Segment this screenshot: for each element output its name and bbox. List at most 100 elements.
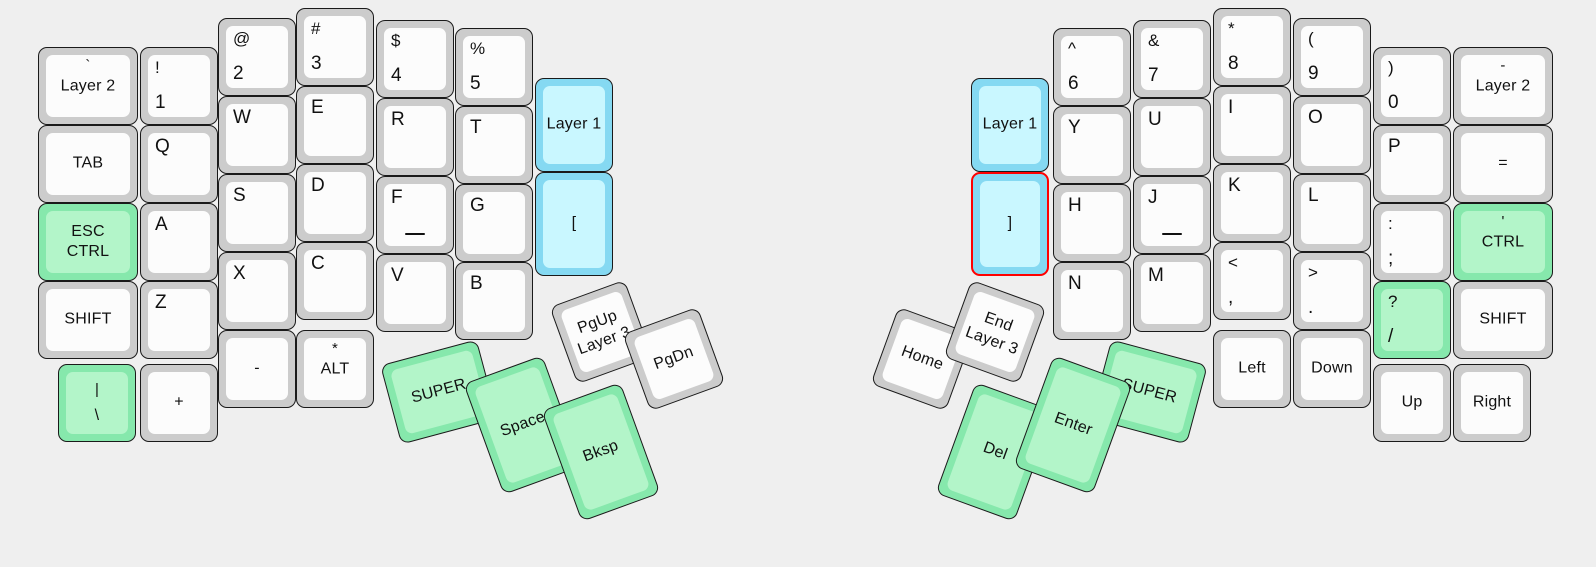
key-r-c1-r4[interactable]: Up bbox=[1373, 364, 1451, 442]
key-legend-base: Y bbox=[1068, 117, 1081, 138]
key-l-c3-r2[interactable]: D bbox=[296, 164, 374, 242]
key-r-c3-r0[interactable]: *8 bbox=[1213, 8, 1291, 86]
key-legend-base: P bbox=[1388, 136, 1401, 157]
key-l-c5-r1[interactable]: T bbox=[455, 106, 533, 184]
keycap-surface: X bbox=[226, 260, 288, 322]
key-l-c3-r0[interactable]: #3 bbox=[296, 8, 374, 86]
key-l-c6-r0[interactable]: Layer 1 bbox=[535, 78, 613, 172]
keycap-surface: = bbox=[1461, 133, 1545, 195]
key-l-c0-r0[interactable]: `Layer 2 bbox=[38, 47, 138, 125]
key-legend-base: 5 bbox=[470, 73, 481, 95]
keycap-surface: M bbox=[1141, 262, 1203, 324]
keycap-surface: B bbox=[463, 270, 525, 332]
key-r-c3-r3[interactable]: <, bbox=[1213, 242, 1291, 320]
key-l-c3-r1[interactable]: E bbox=[296, 86, 374, 164]
key-legend-base: Down bbox=[1311, 359, 1353, 377]
key-r-c0-r1[interactable]: = bbox=[1453, 125, 1553, 203]
key-r-c1-r2[interactable]: :; bbox=[1373, 203, 1451, 281]
key-l-t-bksp[interactable]: Bksp bbox=[541, 382, 661, 522]
key-r-c2-r1[interactable]: O bbox=[1293, 96, 1371, 174]
key-r-c2-r0[interactable]: (9 bbox=[1293, 18, 1371, 96]
key-r-c0-r0[interactable]: -Layer 2 bbox=[1453, 47, 1553, 125]
key-legend-base: A bbox=[155, 214, 168, 235]
key-legend-base: [ bbox=[571, 214, 577, 232]
key-l-c1-r4[interactable]: + bbox=[140, 364, 218, 442]
key-l-c4-r1[interactable]: R bbox=[376, 98, 454, 176]
keycap-surface: Down bbox=[1301, 338, 1363, 400]
key-r-c1-r0[interactable]: )0 bbox=[1373, 47, 1451, 125]
key-l-c2-r1[interactable]: W bbox=[218, 96, 296, 174]
key-legend-shifted: : bbox=[1388, 214, 1393, 233]
keycap-surface: J bbox=[1141, 184, 1203, 246]
keycap-surface: %5 bbox=[463, 36, 525, 98]
key-r-c2-r2[interactable]: L bbox=[1293, 174, 1371, 252]
key-l-c6-r1[interactable]: [ bbox=[535, 172, 613, 276]
key-r-c4-r1[interactable]: U bbox=[1133, 98, 1211, 176]
key-legend-base: Bksp bbox=[580, 436, 621, 466]
key-l-c5-r2[interactable]: G bbox=[455, 184, 533, 262]
keycap-surface: V bbox=[384, 262, 446, 324]
key-r-c6-r0[interactable]: Layer 1 bbox=[971, 78, 1049, 172]
key-legend-base: PgDn bbox=[651, 343, 696, 374]
key-r-c5-r0[interactable]: ^6 bbox=[1053, 28, 1131, 106]
key-legend-base: ] bbox=[1007, 214, 1013, 232]
keycap-surface: Right bbox=[1461, 372, 1523, 434]
keycap-surface: Layer 1 bbox=[543, 86, 605, 164]
key-legend-shifted: ` bbox=[85, 57, 91, 74]
key-r-c4-r2[interactable]: J bbox=[1133, 176, 1211, 254]
key-r-c5-r3[interactable]: N bbox=[1053, 262, 1131, 340]
key-l-c1-r0[interactable]: !1 bbox=[140, 47, 218, 125]
keycap-surface: Layer 1 bbox=[979, 86, 1041, 164]
key-legend-base: 7 bbox=[1148, 65, 1159, 87]
key-r-c3-r2[interactable]: K bbox=[1213, 164, 1291, 242]
key-r-c1-r3[interactable]: ?/ bbox=[1373, 281, 1451, 359]
key-l-c4-r2[interactable]: F bbox=[376, 176, 454, 254]
key-l-c0-r1[interactable]: TAB bbox=[38, 125, 138, 203]
key-l-c0-r3[interactable]: SHIFT bbox=[38, 281, 138, 359]
key-l-c5-r0[interactable]: %5 bbox=[455, 28, 533, 106]
key-l-c1-r1[interactable]: Q bbox=[140, 125, 218, 203]
homing-bar-icon bbox=[1162, 232, 1182, 235]
keycap-surface: |\ bbox=[66, 372, 128, 434]
key-r-c0-r3[interactable]: SHIFT bbox=[1453, 281, 1553, 359]
keycap-surface: End Layer 3 bbox=[953, 290, 1037, 374]
key-r-c2-r4[interactable]: Down bbox=[1293, 330, 1371, 408]
key-r-c1-r1[interactable]: P bbox=[1373, 125, 1451, 203]
keycap-surface: C bbox=[304, 250, 366, 312]
key-legend-base: D bbox=[311, 175, 325, 196]
key-l-c4-r0[interactable]: $4 bbox=[376, 20, 454, 98]
key-l-c4-r3[interactable]: V bbox=[376, 254, 454, 332]
key-r-c0-r2[interactable]: 'CTRL bbox=[1453, 203, 1553, 281]
key-l-c1-r2[interactable]: A bbox=[140, 203, 218, 281]
key-l-c3-r4[interactable]: *ALT bbox=[296, 330, 374, 408]
key-legend-base: Layer 2 bbox=[1475, 77, 1531, 95]
key-r-c4-r0[interactable]: &7 bbox=[1133, 20, 1211, 98]
key-legend-base: N bbox=[1068, 273, 1082, 294]
key-r-c5-r1[interactable]: Y bbox=[1053, 106, 1131, 184]
key-legend-base: M bbox=[1148, 265, 1165, 286]
key-l-c0-r2[interactable]: ESC CTRL bbox=[38, 203, 138, 281]
key-r-c2-r3[interactable]: >. bbox=[1293, 252, 1371, 330]
keycap-surface: ESC CTRL bbox=[46, 211, 130, 273]
key-l-c2-r4[interactable]: - bbox=[218, 330, 296, 408]
key-l-c2-r2[interactable]: S bbox=[218, 174, 296, 252]
key-r-c0-r4[interactable]: Right bbox=[1453, 364, 1531, 442]
key-legend-shifted: ( bbox=[1308, 29, 1314, 48]
key-legend-shifted: % bbox=[470, 39, 486, 58]
key-r-c6-r1[interactable]: ] bbox=[971, 172, 1049, 276]
key-r-c3-r1[interactable]: I bbox=[1213, 86, 1291, 164]
key-r-c4-r3[interactable]: M bbox=[1133, 254, 1211, 332]
keycap-surface: - bbox=[226, 338, 288, 400]
key-legend-base: 8 bbox=[1228, 53, 1239, 75]
key-l-c1-r3[interactable]: Z bbox=[140, 281, 218, 359]
key-l-c0-r4[interactable]: |\ bbox=[58, 364, 136, 442]
key-l-c2-r3[interactable]: X bbox=[218, 252, 296, 330]
key-legend-base: R bbox=[391, 109, 405, 130]
key-r-c3-r4[interactable]: Left bbox=[1213, 330, 1291, 408]
key-r-c5-r2[interactable]: H bbox=[1053, 184, 1131, 262]
key-legend-shifted: < bbox=[1228, 253, 1239, 272]
key-l-c3-r3[interactable]: C bbox=[296, 242, 374, 320]
key-l-c2-r0[interactable]: @2 bbox=[218, 18, 296, 96]
key-l-c5-r3[interactable]: B bbox=[455, 262, 533, 340]
keycap-surface: Bksp bbox=[551, 392, 651, 512]
